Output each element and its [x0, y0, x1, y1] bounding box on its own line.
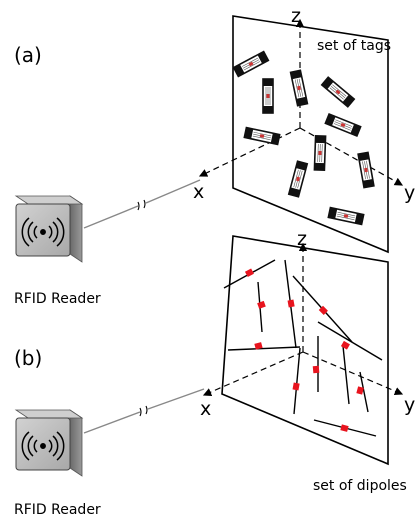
rfid-reader-a: [14, 195, 84, 263]
x-axis-a: [198, 127, 301, 177]
dipole: [317, 321, 383, 361]
link-a-1: [83, 205, 139, 229]
panel-a-label: (a): [14, 43, 42, 67]
dipole-chips: [244, 268, 364, 432]
break-mark-a: [137, 199, 146, 211]
z-label-b: z: [297, 228, 307, 250]
dipole: [342, 345, 350, 405]
radio-waves-icon: [21, 217, 65, 247]
link-a-2: [145, 179, 201, 204]
panel-a: (a) z y x set of tags: [14, 5, 415, 307]
x-label-a: x: [193, 181, 204, 203]
tag: [313, 135, 327, 171]
x-axis-b: [202, 351, 304, 396]
dipole-chip: [257, 300, 266, 309]
link-b-1: [83, 411, 141, 434]
reader-label-a: RFID Reader: [14, 291, 101, 307]
y-label-b: y: [404, 394, 415, 416]
z-label-a: z: [291, 5, 301, 27]
panel-b-label: (b): [14, 346, 42, 370]
radio-waves-icon: [21, 431, 65, 461]
reader-label-b: RFID Reader: [14, 502, 101, 518]
dipole-plane: [221, 235, 389, 466]
tags-caption: set of tags: [317, 38, 391, 54]
dipole: [359, 371, 369, 413]
link-b-2: [147, 388, 205, 410]
y-label-a: y: [404, 182, 415, 204]
dipole-chip: [356, 386, 364, 395]
dipole-chip: [254, 342, 263, 350]
y-axis-b: [302, 351, 404, 396]
dipole-chip: [287, 299, 295, 308]
dipole-chip: [340, 424, 349, 432]
dipole-chip: [340, 340, 350, 350]
dipoles-caption: set of dipoles: [313, 478, 407, 494]
break-mark-b: [139, 405, 148, 417]
tag: [262, 78, 274, 114]
x-label-b: x: [200, 398, 211, 420]
dipole: [227, 346, 301, 351]
panel-b: (b) z y x set of dipoles: [14, 228, 415, 518]
dipole-chip: [318, 305, 328, 315]
dipole: [293, 347, 301, 415]
dipole-chip: [244, 268, 254, 278]
dipole-chip: [312, 365, 320, 374]
rfid-reader-b: [14, 409, 84, 477]
dipole-chip: [292, 382, 300, 391]
